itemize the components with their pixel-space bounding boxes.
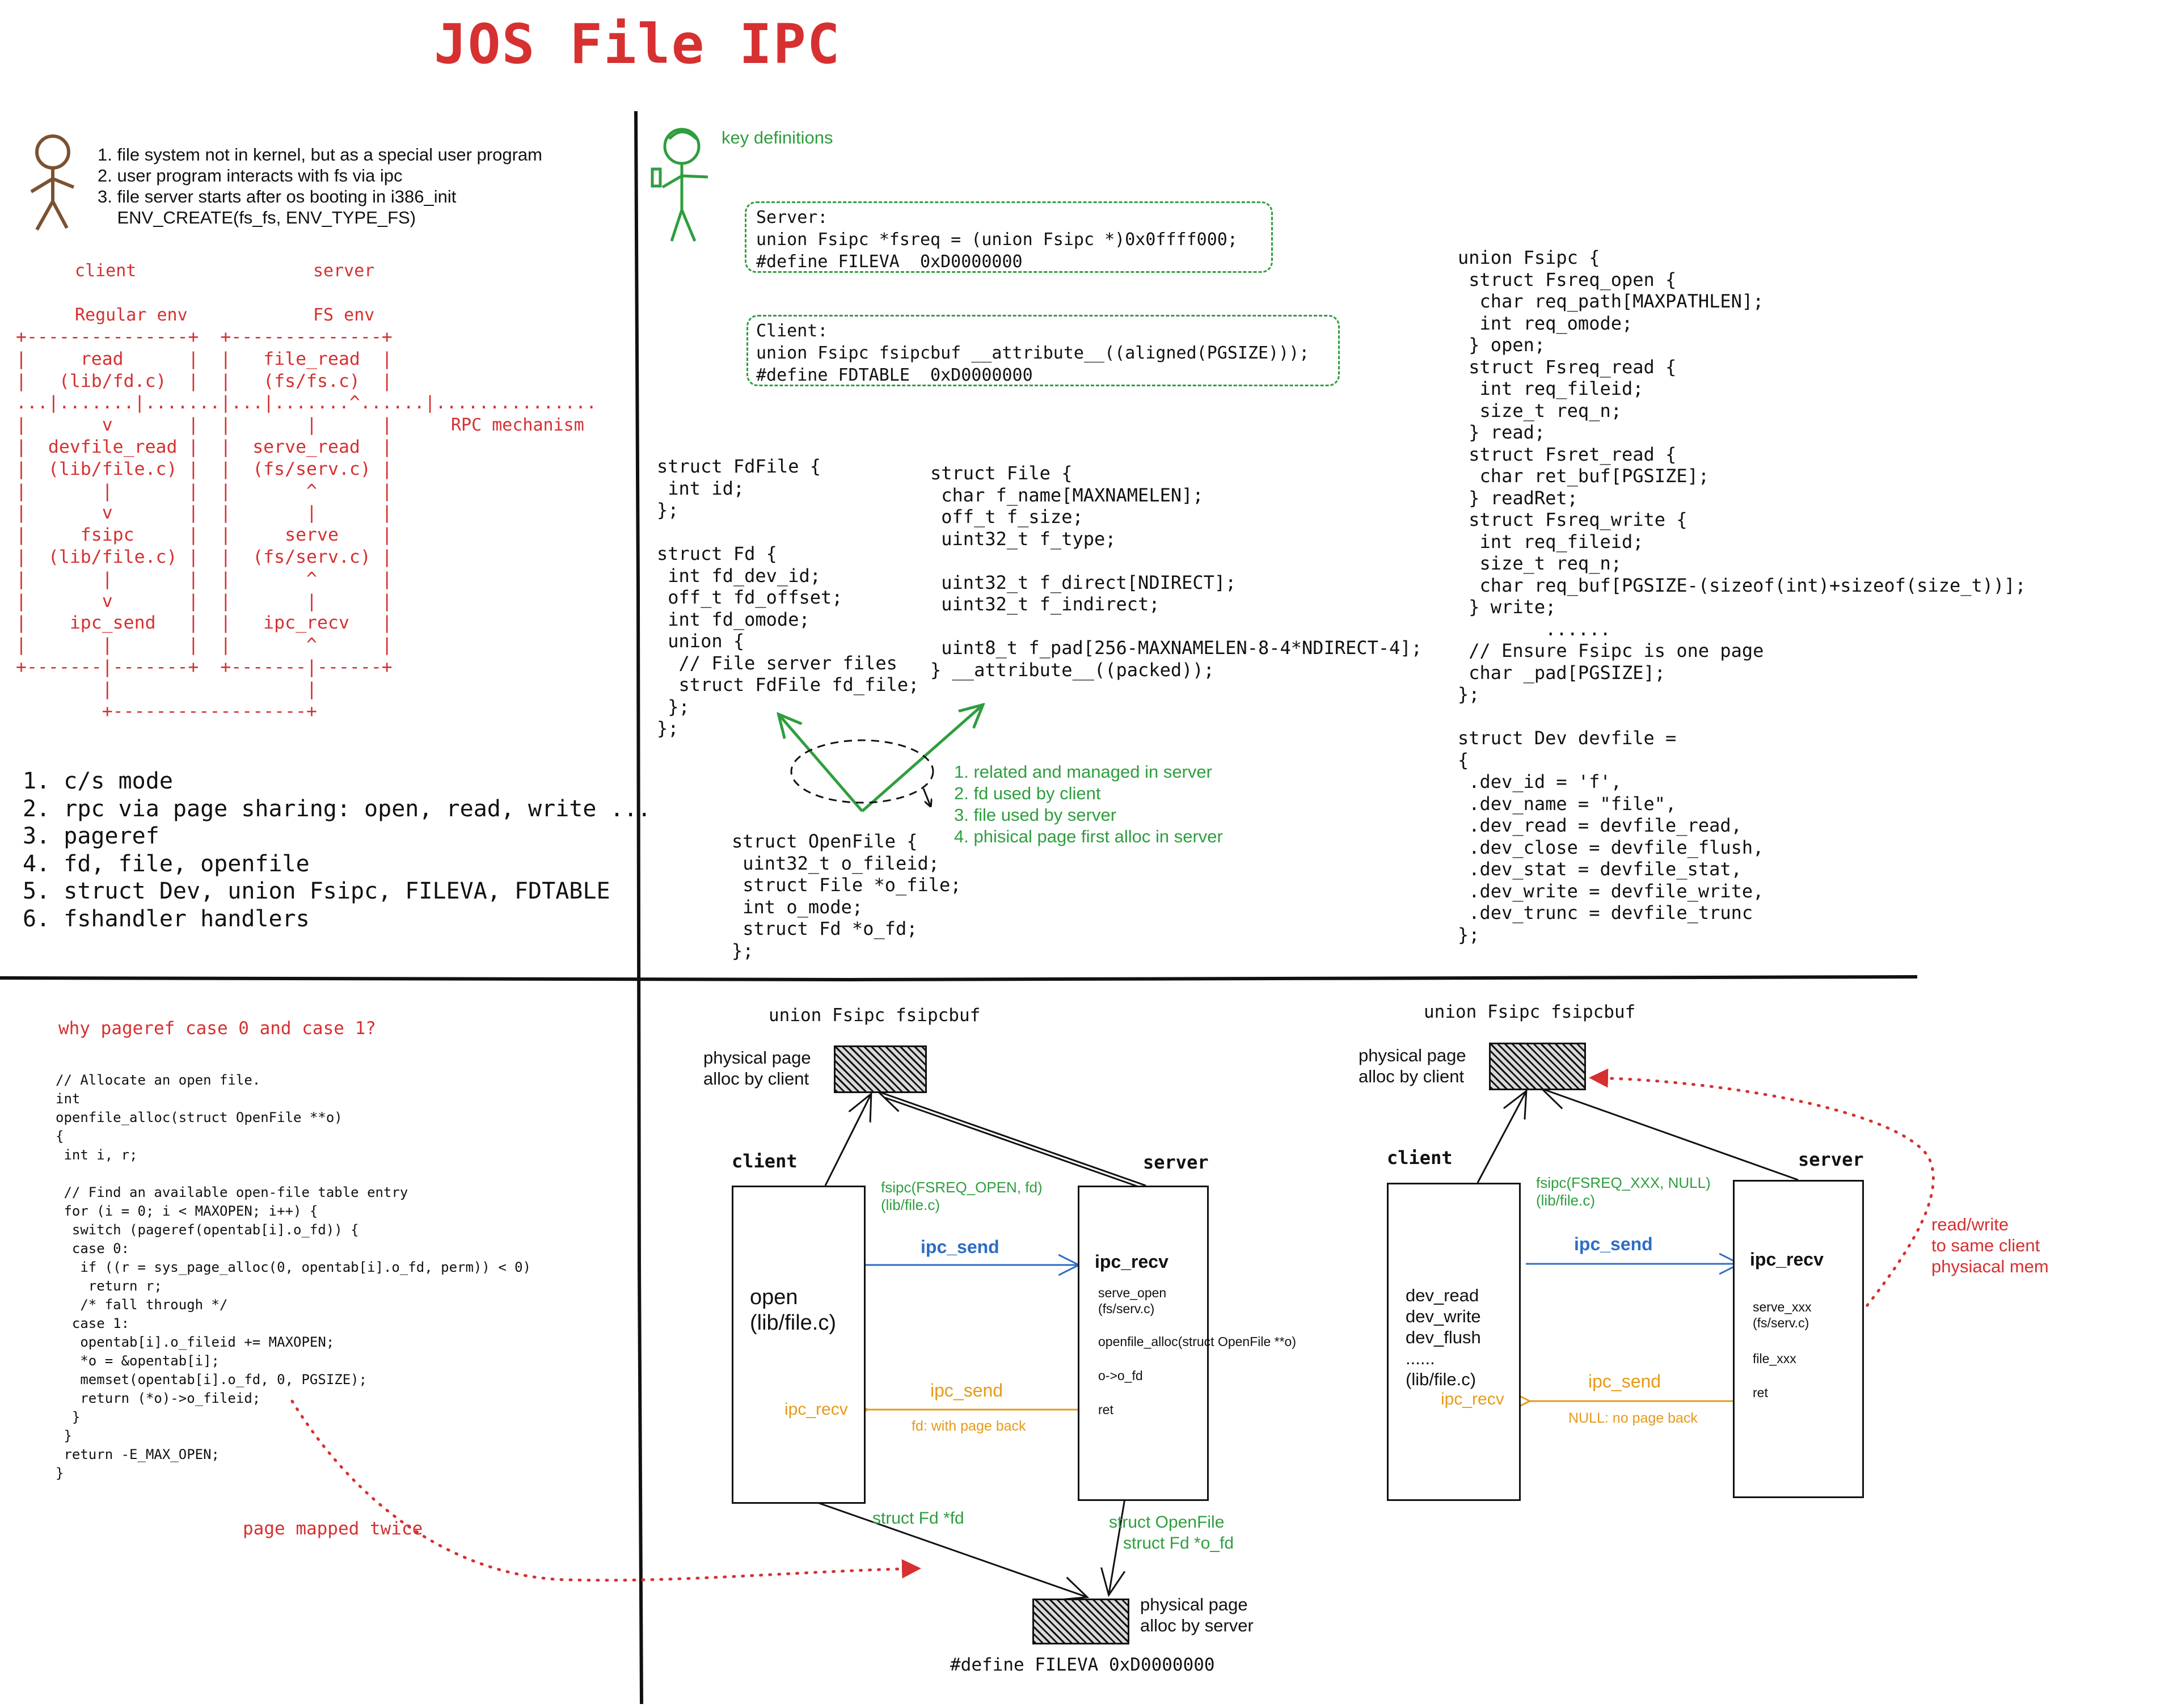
- open-ipc-send-back: ipc_send: [930, 1380, 1003, 1401]
- struct-openfile-arrow-label: struct OpenFile struct Fd *o_fd: [1109, 1513, 1234, 1553]
- client-physical-page: [834, 1045, 927, 1093]
- open-server-label: server: [1143, 1152, 1209, 1173]
- open-ret-label: ret: [1098, 1402, 1113, 1417]
- server-def-box: [745, 201, 1273, 273]
- open-client-page-label: physical page alloc by client: [703, 1048, 811, 1089]
- struct-fd-arrow-label: struct Fd *fd: [872, 1509, 964, 1528]
- relation-note: 2. fd used by client: [954, 783, 1101, 803]
- open-call-label: fsipc(FSREQ_OPEN, fd) (lib/file.c): [881, 1179, 1043, 1213]
- relation-note: 1. related and managed in server: [954, 762, 1212, 782]
- fileva-define: #define FILEVA 0xD0000000: [950, 1655, 1215, 1675]
- open-ipc-recv-server: ipc_recv: [1095, 1251, 1168, 1272]
- rpc-flow-ascii: +---------------+ +--------------+ | rea…: [16, 327, 597, 722]
- fd-page-back-label: fd: with page back: [912, 1418, 1026, 1434]
- summary-item: 5. struct Dev, union Fsipc, FILEVA, FDTA…: [23, 878, 610, 904]
- client-label: client: [75, 261, 137, 281]
- page-mapped-twice-label: page mapped twice: [243, 1519, 423, 1539]
- rw-client-page-label: physical page alloc by client: [1359, 1045, 1466, 1086]
- relation-note: 4. phisical page first alloc in server: [954, 826, 1223, 846]
- server-label: server: [313, 261, 375, 281]
- rw-ipc-send: ipc_send: [1574, 1234, 1653, 1254]
- teacher-icon: [651, 128, 708, 242]
- client-env-label: Regular env: [75, 305, 188, 325]
- o-fd-label: o->o_fd: [1098, 1368, 1143, 1383]
- server-physical-page: [1032, 1599, 1129, 1644]
- read-write-note: read/write to same client physiacal mem: [1931, 1214, 2049, 1276]
- rw-client-physical-page: [1489, 1043, 1586, 1090]
- client-definitions: Client: union Fsipc fsipcbuf __attribute…: [756, 321, 1310, 385]
- rw-server-box: [1733, 1180, 1864, 1498]
- open-server-box: [1078, 1186, 1209, 1501]
- summary-item: 6. fshandler handlers: [23, 905, 310, 932]
- rw-ret-label: ret: [1753, 1385, 1768, 1400]
- rpc-mechanism-label: RPC mechanism: [451, 415, 584, 435]
- null-no-page-label: NULL: no page back: [1568, 1410, 1698, 1426]
- open-client-label: client: [732, 1150, 798, 1172]
- summary-list: 1. c/s mode 2. rpc via page sharing: ope…: [23, 767, 651, 933]
- open-fsipcbuf-label: union Fsipc fsipcbuf: [769, 1005, 981, 1026]
- relation-dashed-ellipse: [790, 739, 934, 804]
- rw-client-box: [1387, 1183, 1521, 1501]
- rw-ipc-recv-client: ipc_recv: [1441, 1390, 1504, 1408]
- rw-call-label: fsipc(FSREQ_XXX, NULL) (lib/file.c): [1536, 1174, 1711, 1209]
- intro-note: 3. file server starts after os booting i…: [98, 187, 457, 206]
- file-xxx-label: file_xxx: [1753, 1351, 1796, 1366]
- open-ipc-send: ipc_send: [921, 1237, 999, 1257]
- rw-server-label: server: [1798, 1149, 1864, 1170]
- intro-note: 1. file system not in kernel, but as a s…: [98, 145, 542, 165]
- struct-fd-code: struct FdFile { int id; }; struct Fd { i…: [657, 456, 919, 739]
- horizontal-divider: [0, 975, 1918, 982]
- client-def-box: [746, 315, 1340, 386]
- intro-note: ENV_CREATE(fs_fs, ENV_TYPE_FS): [98, 208, 416, 227]
- rw-client-funcs: dev_read dev_write dev_flush ...... (lib…: [1406, 1285, 1481, 1389]
- pageref-question: why pageref case 0 and case 1?: [58, 1018, 376, 1039]
- rw-ipc-recv-server: ipc_recv: [1750, 1249, 1824, 1270]
- person-icon: [30, 134, 75, 231]
- open-label: open (lib/file.c): [750, 1285, 837, 1335]
- serve-open-label: serve_open (fs/serv.c): [1098, 1285, 1167, 1316]
- rw-ipc-send-back: ipc_send: [1588, 1371, 1661, 1391]
- summary-item: 4. fd, file, openfile: [23, 850, 310, 877]
- open-server-page-label: physical page alloc by server: [1140, 1595, 1254, 1635]
- struct-file-code: struct File { char f_name[MAXNAMELEN]; o…: [930, 462, 1422, 681]
- serve-xxx-label: serve_xxx (fs/serv.c): [1753, 1300, 1812, 1330]
- summary-item: 2. rpc via page sharing: open, read, wri…: [23, 795, 651, 822]
- relation-note: 3. file used by server: [954, 805, 1117, 825]
- intro-note: 2. user program interacts with fs via ip…: [98, 166, 403, 185]
- server-definitions: Server: union Fsipc *fsreq = (union Fsip…: [756, 208, 1238, 272]
- open-ipc-recv-client: ipc_recv: [784, 1400, 848, 1419]
- key-definitions-label: key definitions: [722, 128, 833, 147]
- openfile-alloc-code: // Allocate an open file. int openfile_a…: [56, 1072, 531, 1481]
- union-fsipc-code: union Fsipc { struct Fsreq_open { char r…: [1458, 247, 2026, 946]
- intro-notes: 1. file system not in kernel, but as a s…: [98, 144, 542, 228]
- summary-item: 1. c/s mode: [23, 768, 173, 794]
- summary-item: 3. pageref: [23, 823, 159, 849]
- struct-openfile-code: struct OpenFile { uint32_t o_fileid; str…: [732, 830, 961, 961]
- relation-notes: 1. related and managed in server 2. fd u…: [954, 761, 1223, 847]
- rw-fsipcbuf-label: union Fsipc fsipcbuf: [1424, 1002, 1636, 1022]
- rw-client-label: client: [1387, 1147, 1453, 1169]
- openfile-alloc-label: openfile_alloc(struct OpenFile **o): [1098, 1334, 1297, 1349]
- open-client-box: [732, 1186, 866, 1504]
- page-title: JOS File IPC: [434, 12, 841, 76]
- server-env-label: FS env: [313, 305, 375, 325]
